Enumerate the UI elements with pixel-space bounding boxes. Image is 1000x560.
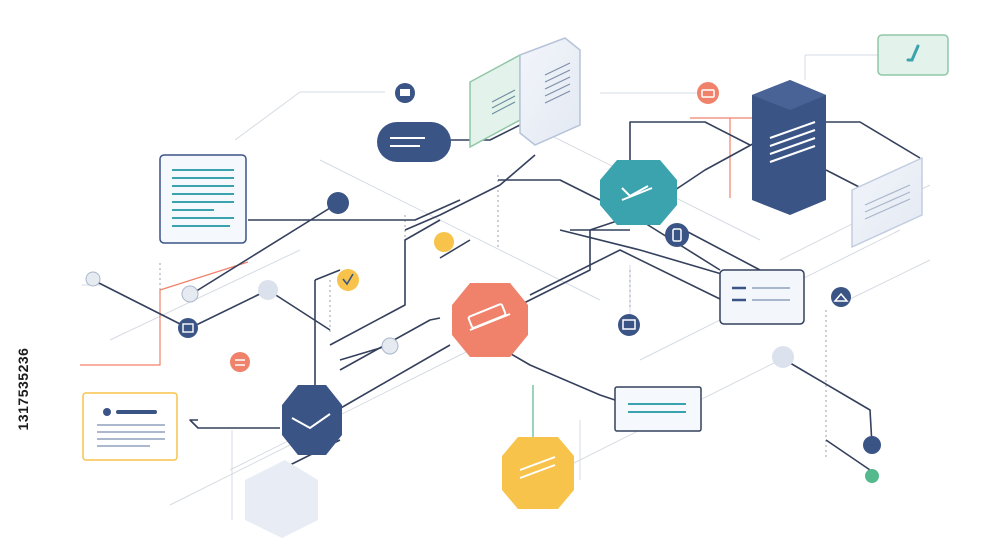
hanger-icon <box>831 287 851 307</box>
card-bottom-left-yellow <box>82 392 178 461</box>
network-nodes <box>85 192 881 483</box>
card-middle-teal-text <box>614 386 702 432</box>
chat-bubble <box>377 122 451 162</box>
card-right-list <box>719 269 805 325</box>
panel-right-back <box>851 156 923 249</box>
calendar-icon <box>178 318 198 338</box>
stock-image-id: 1317535236 <box>15 347 31 431</box>
card-top-right-check <box>877 34 949 76</box>
hub-teal-hexagon <box>600 160 677 225</box>
hub-yellow-hexagon <box>502 437 574 509</box>
calendar-icon <box>618 314 640 336</box>
panel-mint-document <box>469 53 521 149</box>
network-connectors <box>92 119 921 477</box>
phone-icon <box>665 223 689 247</box>
card-left-document <box>159 154 247 244</box>
accent-lines <box>80 117 760 366</box>
document-icon <box>395 83 415 103</box>
hub-navy-hexagon <box>282 385 342 455</box>
briefcase-icon <box>697 82 719 104</box>
hub-coral-hexagon <box>452 283 528 357</box>
panel-bottom-left-faded <box>245 460 318 538</box>
checkmark-icon <box>337 269 359 291</box>
server-tower <box>752 80 826 215</box>
checkmark-icon <box>906 44 920 62</box>
panel-open-book <box>519 37 581 146</box>
